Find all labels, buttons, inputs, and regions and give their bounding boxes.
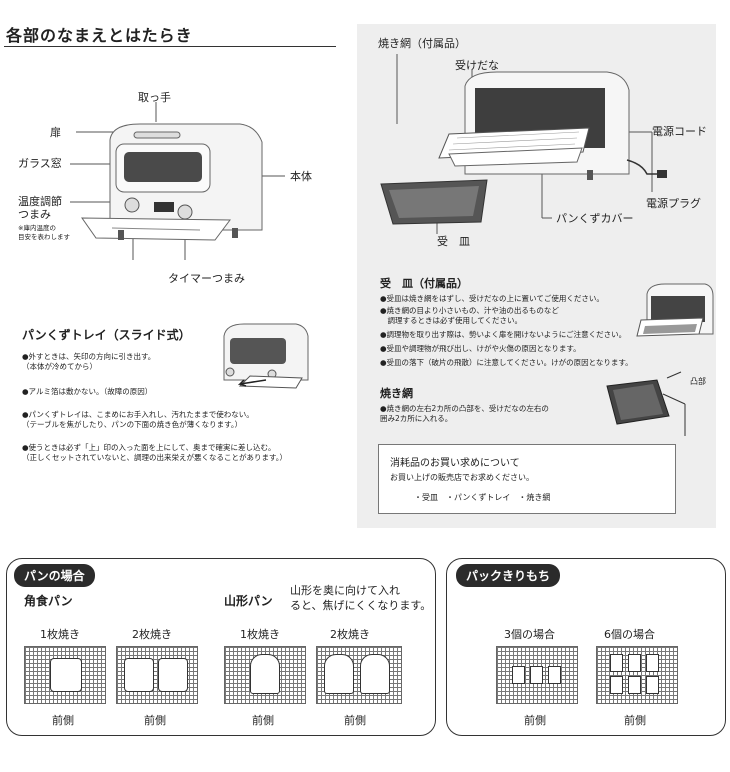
label-tray: 受 皿 (437, 235, 470, 248)
yama-bread-note: 山形を奥に向けて入れ ると、焦げにくくなります。 (290, 584, 432, 612)
label-glass: ガラス窓 (18, 157, 62, 170)
label-rack-holder: 受けだな (455, 59, 499, 72)
consumables-line: お買い上げの販売店でお求めください。 (390, 473, 534, 482)
label-timer-knob: タイマーつまみ (168, 272, 245, 285)
bread-slice (324, 654, 354, 694)
crumb-tray-item-1: ●外すときは、矢印の方向に引き出す。 （本体が冷めてから） (22, 352, 156, 372)
col-label-4: 2枚焼き (330, 628, 370, 641)
tray-section-title: 受 皿（付属品） (380, 277, 468, 290)
label-crumb-cover: パンくずカバー (556, 212, 634, 225)
consumables-items: ・受皿 ・パンくずトレイ ・焼き網 (414, 493, 551, 502)
crumb-tray-item-2: ●アルミ箔は敷かない。（故障の原因） (22, 387, 153, 396)
bread-slice (360, 654, 390, 694)
yama-bread-title: 山形パン (224, 594, 273, 608)
accessories-illustration (380, 54, 714, 436)
mochi-piece (610, 676, 623, 694)
consumables-title: 消耗品のお買い求めについて (390, 458, 520, 469)
label-plug: 電源プラグ (646, 197, 701, 210)
mochi-piece (512, 666, 525, 684)
tray-item-2: ●焼き網の目より小さいもの、汁や油の出るものなど 調理するときは必ず使用してくだ… (380, 306, 559, 326)
consumables-box (378, 444, 676, 514)
mochi-pill: パックきりもち (456, 564, 561, 587)
mochi-piece (646, 676, 659, 694)
label-body: 本体 (290, 170, 312, 183)
crumb-tray-item-3: ●パンくずトレイは、こまめにお手入れし、汚れたままで使わない。 （テーブルを焦が… (22, 410, 254, 430)
label-door: 扉 (50, 126, 61, 139)
bread-slice (158, 658, 188, 692)
rack-section-title: 焼き網 (380, 387, 413, 400)
mochi-piece (628, 654, 641, 672)
mochi-grid-1 (496, 646, 578, 704)
mochi-front-1: 前側 (524, 714, 546, 727)
front-label-2: 前側 (144, 714, 166, 727)
label-protrusion: 凸部 (690, 377, 706, 386)
crumb-tray-item-4: ●使うときは必ず「上」印の入った面を上にして、奥まで確実に差し込む。 （正しくセ… (22, 443, 287, 463)
front-label-3: 前側 (252, 714, 274, 727)
bread-pill: パンの場合 (14, 564, 95, 587)
bread-slice (50, 658, 82, 692)
mochi-piece (610, 654, 623, 672)
tray-item-4: ●受皿や調理物が飛び出し、けがや火傷の原因となります。 (380, 344, 581, 353)
front-label-1: 前側 (52, 714, 74, 727)
mochi-label-1: 3個の場合 (504, 628, 555, 641)
square-bread-title: 角食パン (24, 594, 73, 608)
bread-slice (124, 658, 154, 692)
front-label-4: 前側 (344, 714, 366, 727)
mochi-box (446, 558, 726, 736)
col-label-2: 2枚焼き (132, 628, 172, 641)
label-handle: 取っ手 (138, 91, 171, 104)
label-rack: 焼き網（付属品） (378, 37, 466, 50)
tray-item-5: ●受皿の落下（破片の飛散）に注意してください。けがの原因となります。 (380, 358, 633, 367)
label-temp-knob: 温度調節 つまみ (18, 195, 62, 221)
label-temp-note: ※庫内温度の 目安を表わします (18, 224, 70, 242)
tray-item-1: ●受皿は焼き網をはずし、受けだなの上に置いてご使用ください。 (380, 294, 604, 303)
toaster-illustration (70, 102, 285, 260)
mochi-piece (530, 666, 543, 684)
page-title: 各部のなまえとはたらき (6, 26, 193, 45)
col-label-1: 1枚焼き (40, 628, 80, 641)
tray-item-3: ●調理物を取り出す際は、勢いよく扉を開けないようにご注意ください。 (380, 330, 627, 339)
col-label-3: 1枚焼き (240, 628, 280, 641)
crumb-tray-illustration (223, 323, 309, 389)
label-cord: 電源コード (652, 125, 707, 138)
mochi-piece (628, 676, 641, 694)
rack-item-1: ●焼き網の左右2カ所の凸部を、受けだなの左右の 囲み2カ所に入れる。 (380, 404, 549, 424)
mochi-front-2: 前側 (624, 714, 646, 727)
mochi-piece (548, 666, 561, 684)
mochi-piece (646, 654, 659, 672)
crumb-tray-title: パンくずトレイ（スライド式） (22, 328, 191, 342)
mochi-label-2: 6個の場合 (604, 628, 655, 641)
bread-slice (250, 654, 280, 694)
title-underline (4, 46, 336, 47)
